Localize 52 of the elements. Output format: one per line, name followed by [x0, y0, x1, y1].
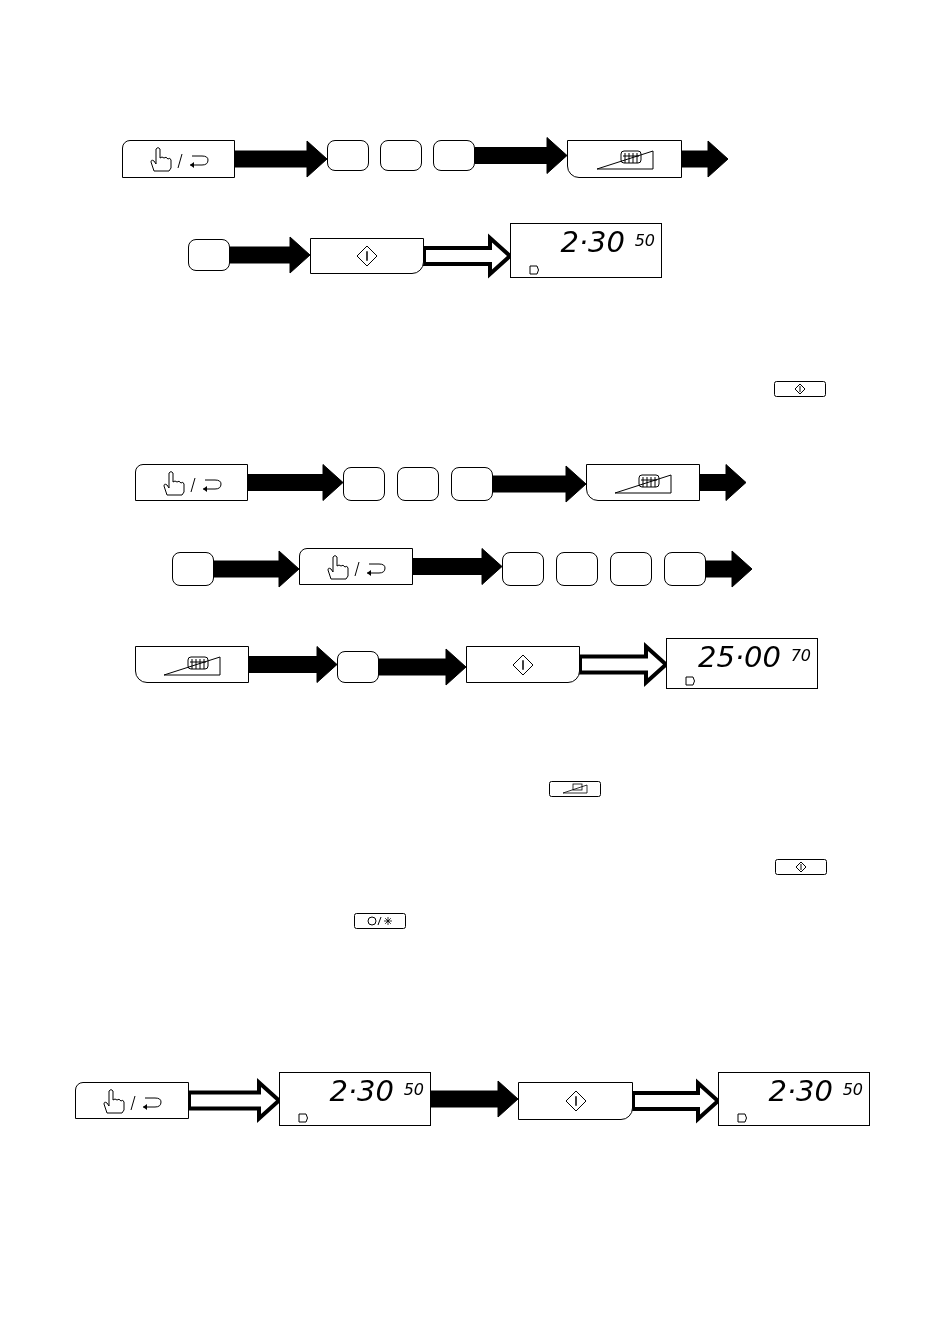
arrow: [248, 646, 338, 683]
key-button: [343, 467, 385, 501]
key-button: [502, 552, 544, 586]
arrow: [474, 137, 568, 174]
touch-return-button: [135, 464, 248, 501]
key-button: [380, 140, 422, 171]
arrow: [492, 465, 587, 503]
display-panel: [718, 1072, 870, 1126]
arrow: [229, 236, 311, 274]
arrow: [378, 648, 467, 686]
start-button: [310, 238, 424, 274]
display-time: 25·00: [697, 643, 781, 672]
key-button: [451, 467, 493, 501]
display-time: 2·30: [329, 1077, 394, 1106]
arrow: [412, 548, 503, 585]
power-level: 50: [403, 1082, 424, 1098]
grill-button: [135, 646, 249, 683]
display-time: 2·30: [560, 228, 625, 257]
outline-arrow: [422, 233, 513, 279]
arrow: [430, 1080, 519, 1118]
arrow: [681, 140, 729, 178]
start-button: [518, 1082, 633, 1120]
key-button: [664, 552, 706, 586]
arrow: [234, 140, 328, 178]
key-button: [610, 552, 652, 586]
touch-return-button: [122, 140, 235, 178]
grill-button: [586, 464, 700, 501]
display-panel: [510, 223, 662, 278]
outline-arrow: [578, 642, 669, 687]
arrow: [705, 550, 753, 588]
touch-return-button: [75, 1082, 189, 1119]
key-button: [327, 140, 369, 171]
power-level: 50: [634, 233, 655, 249]
display-time: 2·30: [768, 1077, 833, 1106]
touch-return-button: [299, 548, 413, 585]
grill-button: [567, 140, 682, 178]
power-level: 50: [842, 1082, 863, 1098]
outline-arrow: [187, 1078, 282, 1123]
key-button: [556, 552, 598, 586]
arrow: [699, 464, 747, 501]
outline-arrow: [631, 1078, 721, 1124]
arrow: [247, 464, 344, 501]
arrow: [213, 550, 300, 588]
start-button: [466, 646, 580, 683]
key-button: [433, 140, 475, 171]
key-button: [397, 467, 439, 501]
display-panel: [666, 638, 818, 689]
power-level: 70: [790, 648, 811, 664]
key-button: [172, 552, 214, 586]
key-button: [337, 651, 379, 683]
key-button: [188, 239, 230, 271]
display-panel: [279, 1072, 431, 1126]
